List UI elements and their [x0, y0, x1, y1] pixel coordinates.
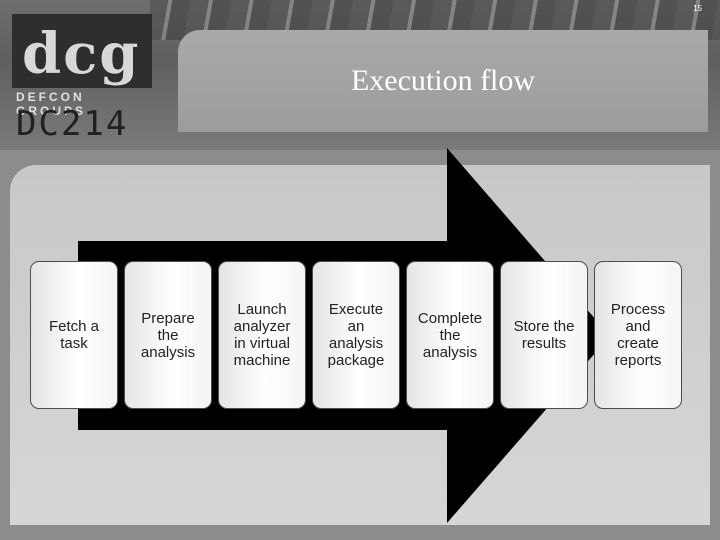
- logo-defcon-groups: DEFCON GROUPS: [16, 90, 87, 118]
- logo-dc214: DC214: [16, 104, 129, 144]
- step-complete-analysis: Complete the analysis: [406, 261, 494, 409]
- dc214-logo: dcg DEFCON GROUPS DC214: [8, 8, 158, 144]
- step-prepare-analysis: Prepare the analysis: [124, 261, 212, 409]
- step-label: Store the results: [513, 318, 575, 352]
- step-label: Fetch a task: [48, 318, 100, 352]
- step-label: Execute an analysis package: [327, 301, 385, 369]
- logo-letter-block: dcg: [12, 14, 152, 88]
- logo-dcg-text: dcg: [22, 21, 141, 87]
- title-panel: [178, 30, 708, 132]
- slide-title: Execution flow: [350, 64, 536, 97]
- slide-number: 15: [693, 4, 702, 13]
- step-label: Complete the analysis: [417, 309, 483, 361]
- step-fetch-task: Fetch a task: [30, 261, 118, 409]
- step-store-results: Store the results: [500, 261, 588, 409]
- step-launch-analyzer: Launch analyzer in virtual machine: [218, 261, 306, 409]
- step-process-reports: Process and create reports: [594, 261, 682, 409]
- step-label: Process and create reports: [610, 301, 666, 369]
- step-execute-package: Execute an analysis package: [312, 261, 400, 409]
- step-label: Launch analyzer in virtual machine: [233, 301, 291, 369]
- step-label: Prepare the analysis: [140, 309, 196, 361]
